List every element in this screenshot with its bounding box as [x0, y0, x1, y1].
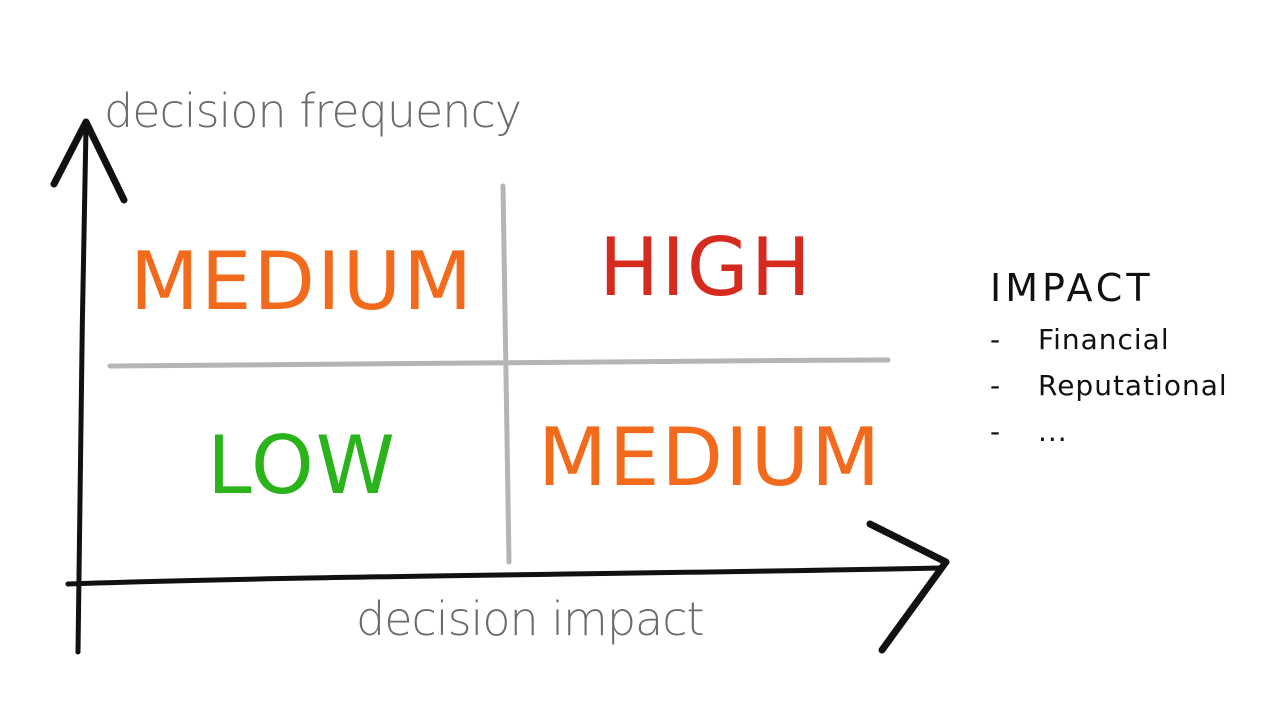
- x-axis-line: [65, 565, 943, 587]
- legend-bullet: -: [990, 368, 1002, 402]
- legend-item: - Reputational: [990, 362, 1228, 408]
- legend-list: - Financial - Reputational - ...: [990, 316, 1228, 454]
- quadrant-top-right-label: HIGH: [599, 221, 813, 314]
- legend-bullet: -: [990, 322, 1002, 356]
- x-axis-arrowhead: [866, 520, 950, 654]
- horizontal-divider: [107, 357, 891, 369]
- quadrant-top-left-label: MEDIUM: [129, 235, 475, 328]
- y-axis-line: [75, 125, 89, 655]
- legend-bullet: -: [990, 414, 1002, 448]
- quadrant-bottom-left-label: LOW: [207, 419, 397, 512]
- quadrant-bottom-right-label: MEDIUM: [537, 411, 883, 504]
- y-axis-label: decision frequency: [104, 84, 522, 138]
- legend-item: - ...: [990, 408, 1228, 454]
- legend-title: IMPACT: [990, 266, 1154, 310]
- legend-item: - Financial: [990, 316, 1228, 362]
- y-axis-arrowhead: [50, 118, 128, 204]
- legend-item-label: ...: [1038, 414, 1068, 448]
- x-axis-label: decision impact: [356, 592, 705, 646]
- impact-legend: IMPACT - Financial - Reputational - ...: [990, 266, 1228, 454]
- vertical-divider: [500, 183, 512, 565]
- legend-item-label: Financial: [1038, 322, 1170, 356]
- legend-item-label: Reputational: [1038, 368, 1228, 402]
